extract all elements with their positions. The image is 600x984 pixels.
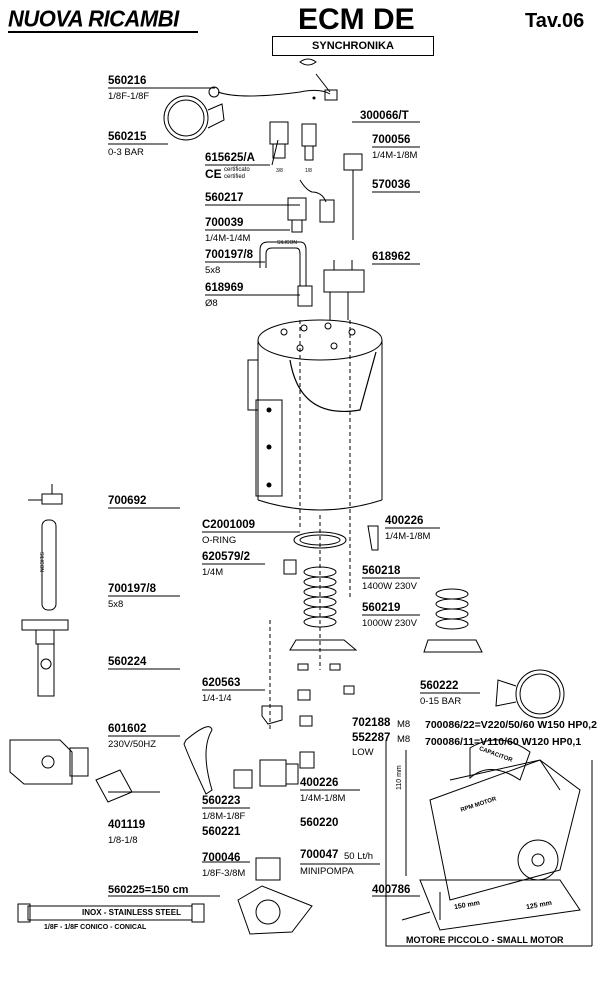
part-700056: 700056 — [372, 134, 411, 146]
part-560215-spec: 0-3 BAR — [108, 147, 144, 158]
brand-logo: NUOVA RICAMBI — [8, 5, 179, 32]
part-401119: 401119 — [108, 819, 146, 831]
motor-caption: MOTORE PICCOLO - SMALL MOTOR — [406, 935, 564, 945]
part-615625a: 615625/A — [205, 152, 255, 164]
part-560215: 560215 — [108, 131, 147, 143]
page-title: ECM DE — [298, 3, 415, 36]
part-401119-spec: 1/8-1/8 — [108, 835, 138, 846]
part-700197-8-b-spec: 5x8 — [108, 599, 124, 610]
part-552287-spec: M8 — [397, 734, 411, 745]
part-400226-bottom-spec: 1/4M-1/8M — [300, 793, 346, 804]
part-560223-spec: 1/8M-1/8F — [202, 811, 246, 822]
hose-spec: 1/8F - 1/8F CONICO - CONICAL — [44, 924, 147, 931]
part-700039-spec: 1/4M-1/4M — [205, 233, 251, 244]
part-560218-spec: 1400W 230V — [362, 581, 417, 592]
part-618962: 618962 — [372, 251, 411, 263]
part-300066t: 300066/T — [360, 110, 409, 122]
part-560223: 560223 — [202, 795, 241, 807]
part-400786: 400786 — [372, 884, 411, 896]
silicon-tag-side: SILICON — [38, 552, 44, 573]
size-18-tag: 1/8 — [305, 168, 312, 174]
part-700197-8: 700197/8 — [205, 249, 253, 261]
part-560220: 560220 — [300, 817, 339, 829]
part-570036: 570036 — [372, 179, 411, 191]
motor-variant-110: 700086/11=V110/60 W120 HP0,1 — [425, 736, 582, 748]
part-560216: 560216 — [108, 75, 147, 87]
part-c2001009: C2001009 — [202, 519, 256, 531]
part-560224: 560224 — [108, 656, 147, 668]
part-560217: 560217 — [205, 192, 244, 204]
hose-length-label: 560225=150 cm — [108, 884, 189, 896]
part-700197-8-b: 700197/8 — [108, 583, 156, 595]
part-700047: 700047 — [300, 849, 339, 861]
model-subtitle: SYNCHRONIKA — [272, 36, 434, 56]
part-700197-8-spec: 5x8 — [205, 265, 221, 276]
part-601602: 601602 — [108, 723, 147, 735]
part-620579-2-spec: 1/4M — [202, 567, 224, 578]
part-560221: 560221 — [202, 826, 241, 838]
dim-110: 110 mm — [396, 765, 403, 790]
part-560216-spec: 1/8F-1/8F — [108, 91, 150, 102]
part-618969: 618969 — [205, 282, 244, 294]
part-560219-spec: 1000W 230V — [362, 618, 417, 629]
silicon-tag-top: SILICON — [277, 240, 298, 246]
part-560222-spec: 0-15 BAR — [420, 696, 462, 707]
part-560218: 560218 — [362, 565, 401, 577]
part-700046-spec: 1/8F-3/8M — [202, 868, 246, 879]
part-620563: 620563 — [202, 677, 241, 689]
part-618969-spec: Ø8 — [205, 298, 218, 309]
part-702188: 702188 — [352, 717, 391, 729]
hose-material: INOX - STAINLESS STEEL — [80, 908, 183, 917]
part-400226-bottom: 400226 — [300, 777, 339, 789]
part-620563-spec: 1/4-1/4 — [202, 693, 232, 704]
part-620579-2: 620579/2 — [202, 551, 250, 563]
part-400226-top: 400226 — [385, 515, 424, 527]
part-560222: 560222 — [420, 680, 459, 692]
brand-underline — [8, 31, 198, 33]
part-552287: 552287 — [352, 732, 391, 744]
size-38-tag: 3/8 — [276, 168, 283, 174]
part-c2001009-spec: O-RING — [202, 535, 237, 546]
table-number: Tav.06 — [525, 10, 585, 32]
minipompa-label: MINIPOMPA — [300, 866, 354, 877]
part-700039: 700039 — [205, 217, 244, 229]
part-700047-spec: 50 Lt/h — [344, 851, 374, 862]
part-700692: 700692 — [108, 495, 147, 507]
part-560219: 560219 — [362, 602, 401, 614]
low-note: LOW — [352, 747, 374, 758]
part-702188-spec: M8 — [397, 719, 411, 730]
motor-variant-220: 700086/22=V220/50/60 W150 HP0,2 — [425, 719, 597, 731]
ce-certified-note: certificato certified — [224, 167, 250, 180]
part-700056-spec: 1/4M-1/8M — [372, 150, 418, 161]
part-601602-spec: 230V/50HZ — [108, 739, 157, 750]
part-700046: 700046 — [202, 852, 241, 864]
ce-mark: CE — [205, 167, 222, 181]
part-400226-top-spec: 1/4M-1/8M — [385, 531, 431, 542]
